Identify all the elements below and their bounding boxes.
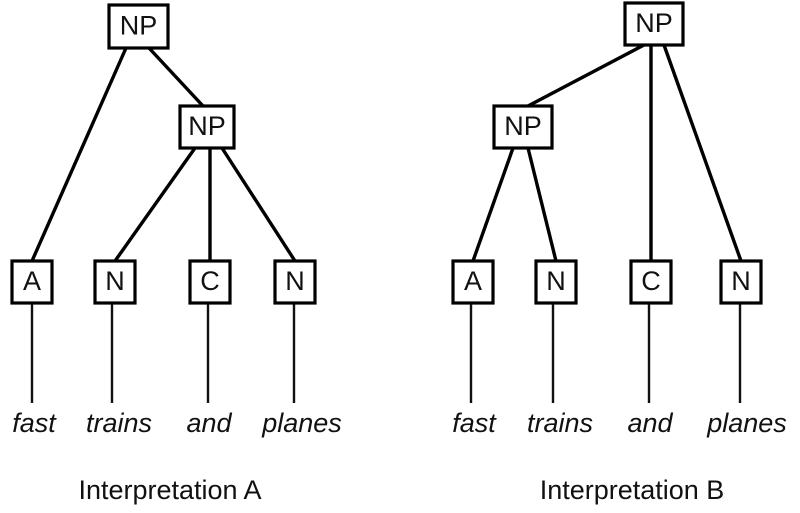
node-a-np-sub[interactable]: NP <box>178 104 236 150</box>
word-b-leaf-and: and <box>627 408 673 438</box>
node-a-pos-a[interactable]: A <box>10 259 54 305</box>
node-b-pos-n2[interactable]: N <box>719 259 763 305</box>
branch-edge-a-np-to-n2 <box>220 147 297 262</box>
node-b-pos-n1[interactable]: N <box>534 259 578 305</box>
node-label-a-pos-n1: N <box>105 266 125 296</box>
node-box-a-pos-n1[interactable] <box>93 259 137 305</box>
branch-edge-b-np-to-n1 <box>526 147 558 262</box>
word-b-leaf-planes: planes <box>706 408 787 438</box>
branch-edge-a-root-to-np <box>147 46 205 108</box>
node-b-np-root[interactable]: NP <box>623 1 685 47</box>
branch-edge-a-np-to-n1 <box>113 147 197 262</box>
node-box-b-np-root[interactable] <box>623 1 685 47</box>
node-label-b-pos-n1: N <box>546 266 566 296</box>
node-label-b-pos-c: C <box>641 266 661 296</box>
word-b-leaf-fast: fast <box>452 408 497 438</box>
node-a-pos-c[interactable]: C <box>188 259 232 305</box>
node-b-pos-a[interactable]: A <box>451 259 495 305</box>
branch-edge-a-root-to-a <box>30 47 128 262</box>
node-box-a-np-root[interactable] <box>107 3 170 50</box>
node-box-a-pos-a[interactable] <box>10 259 54 305</box>
node-label-a-pos-n2: N <box>285 266 305 296</box>
node-a-np-root[interactable]: NP <box>107 3 170 50</box>
word-b-leaf-trains: trains <box>527 408 593 438</box>
node-box-b-pos-n1[interactable] <box>534 259 578 305</box>
node-b-pos-c[interactable]: C <box>629 259 673 305</box>
branch-edge-b-np-to-a <box>471 147 515 262</box>
node-label-a-np-root: NP <box>120 11 158 41</box>
node-box-b-pos-n2[interactable] <box>719 259 763 305</box>
word-a-leaf-trains: trains <box>86 408 152 438</box>
caption-interpretation-a: Interpretation A <box>78 475 261 505</box>
caption-interpretation-b: Interpretation B <box>540 475 725 505</box>
word-a-leaf-fast: fast <box>12 408 57 438</box>
word-a-leaf-planes: planes <box>261 408 342 438</box>
node-label-b-np-root: NP <box>635 8 673 38</box>
node-label-b-pos-a: A <box>464 266 482 296</box>
branch-edge-b-root-to-n2 <box>662 44 743 262</box>
node-box-a-np-sub[interactable] <box>178 104 236 150</box>
node-label-a-pos-a: A <box>23 266 41 296</box>
word-a-leaf-and: and <box>186 408 232 438</box>
node-label-a-pos-c: C <box>200 266 220 296</box>
node-box-b-pos-a[interactable] <box>451 259 495 305</box>
node-box-a-pos-c[interactable] <box>188 259 232 305</box>
node-box-a-pos-n2[interactable] <box>273 259 317 305</box>
node-b-np-sub[interactable]: NP <box>492 104 554 150</box>
branch-edge-b-root-to-np <box>527 43 645 108</box>
node-label-a-np-sub: NP <box>188 111 226 141</box>
node-box-b-np-sub[interactable] <box>492 104 554 150</box>
node-a-pos-n1[interactable]: N <box>93 259 137 305</box>
node-label-b-pos-n2: N <box>731 266 751 296</box>
node-box-b-pos-c[interactable] <box>629 259 673 305</box>
node-a-pos-n2[interactable]: N <box>273 259 317 305</box>
node-label-b-np-sub: NP <box>504 111 542 141</box>
